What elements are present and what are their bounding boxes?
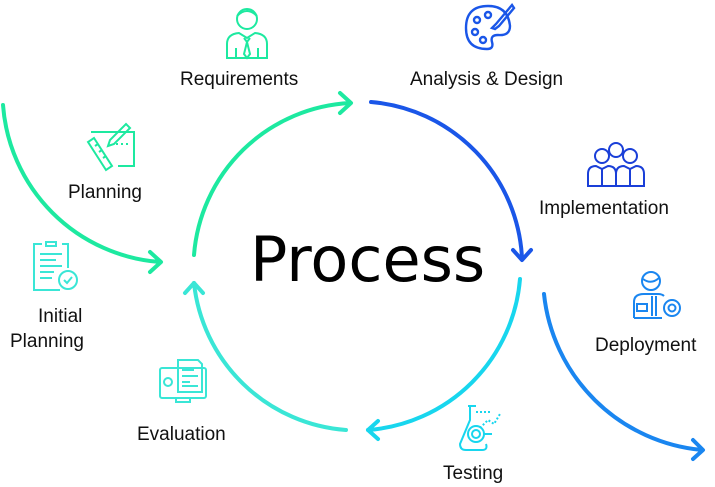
label-initial-planning-line2: Planning (10, 331, 84, 352)
businessman-icon (226, 8, 268, 60)
lab-flask-icon (458, 405, 501, 451)
arrow-evaluation-to-requirements (192, 91, 353, 257)
arrow-initial-to-planning (1, 103, 163, 274)
label-requirements: Requirements (180, 69, 299, 90)
palette-icon (464, 3, 516, 51)
label-initial-planning-line1: Initial (38, 306, 83, 327)
evaluation-monitor-icon (159, 359, 207, 403)
label-analysis-design: Analysis & Design (410, 69, 564, 90)
arrow-implementation-to-testing (366, 277, 522, 441)
label-testing: Testing (443, 463, 504, 484)
label-deployment: Deployment (595, 335, 697, 356)
label-evaluation: Evaluation (137, 424, 226, 445)
label-implementation: Implementation (539, 198, 669, 219)
engineer-gear-icon (633, 271, 681, 319)
drawing-plan-icon (86, 122, 135, 172)
arrow-deployment-out (542, 292, 705, 461)
clipboard-check-icon (33, 241, 78, 291)
label-planning: Planning (68, 182, 142, 203)
arrow-testing-to-evaluation (183, 281, 348, 432)
arrow-analysis-to-implementation (369, 100, 533, 262)
team-icon (587, 142, 645, 187)
process-title: Process (250, 223, 486, 296)
